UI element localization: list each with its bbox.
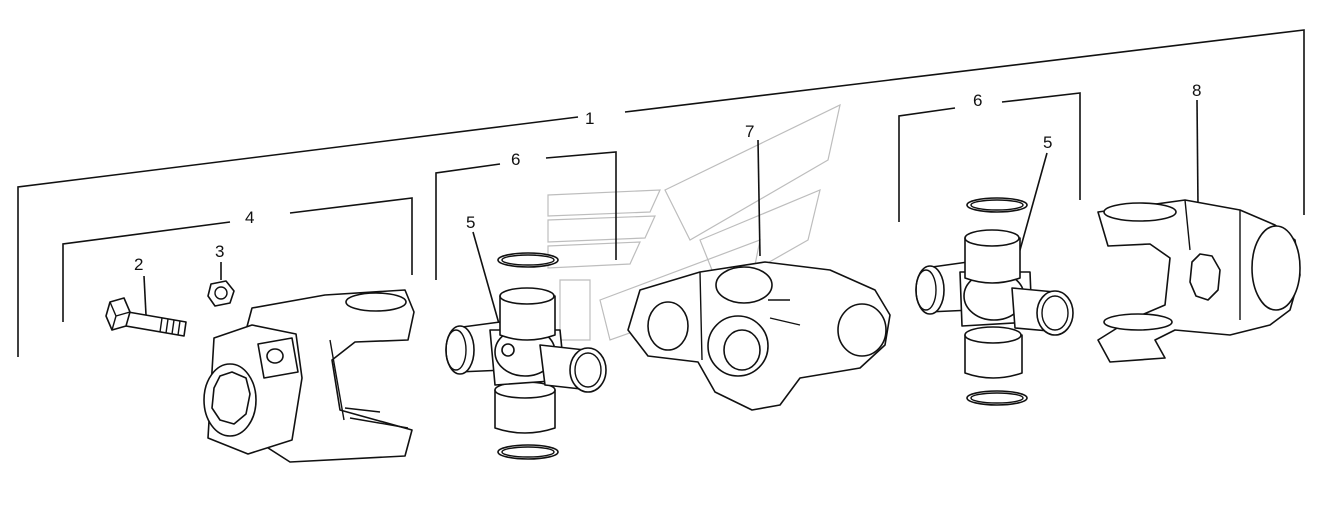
yoke-right (1097, 199, 1301, 363)
bracket-yoke-left (62, 221, 231, 322)
callout-5-right: 5 (1043, 133, 1052, 152)
callout-6-right: 6 (973, 91, 982, 110)
centre-body (627, 261, 891, 411)
bracket-assembly-left (17, 116, 579, 357)
bracket-kit-left (435, 163, 501, 280)
bolt (105, 297, 187, 337)
callout-3: 3 (215, 242, 224, 261)
cross-kit-right (915, 197, 1074, 406)
yoke-left (203, 289, 415, 463)
callout-4: 4 (245, 208, 254, 227)
callout-6-left: 6 (511, 150, 520, 169)
bracket-kit-right (898, 107, 956, 222)
callout-7: 7 (745, 122, 754, 141)
callout-1: 1 (585, 109, 594, 128)
nut (207, 280, 235, 307)
bracket-lines (17, 29, 1305, 357)
callout-8: 8 (1192, 81, 1201, 100)
bracket-kit-right-r (1001, 92, 1081, 200)
bracket-yoke-left-r (289, 197, 413, 275)
cross-kit-left (445, 252, 607, 460)
bracket-kit-left-r (545, 151, 617, 260)
callout-2: 2 (134, 255, 143, 274)
callout-5-left: 5 (466, 213, 475, 232)
bracket-assembly-right (624, 29, 1305, 215)
